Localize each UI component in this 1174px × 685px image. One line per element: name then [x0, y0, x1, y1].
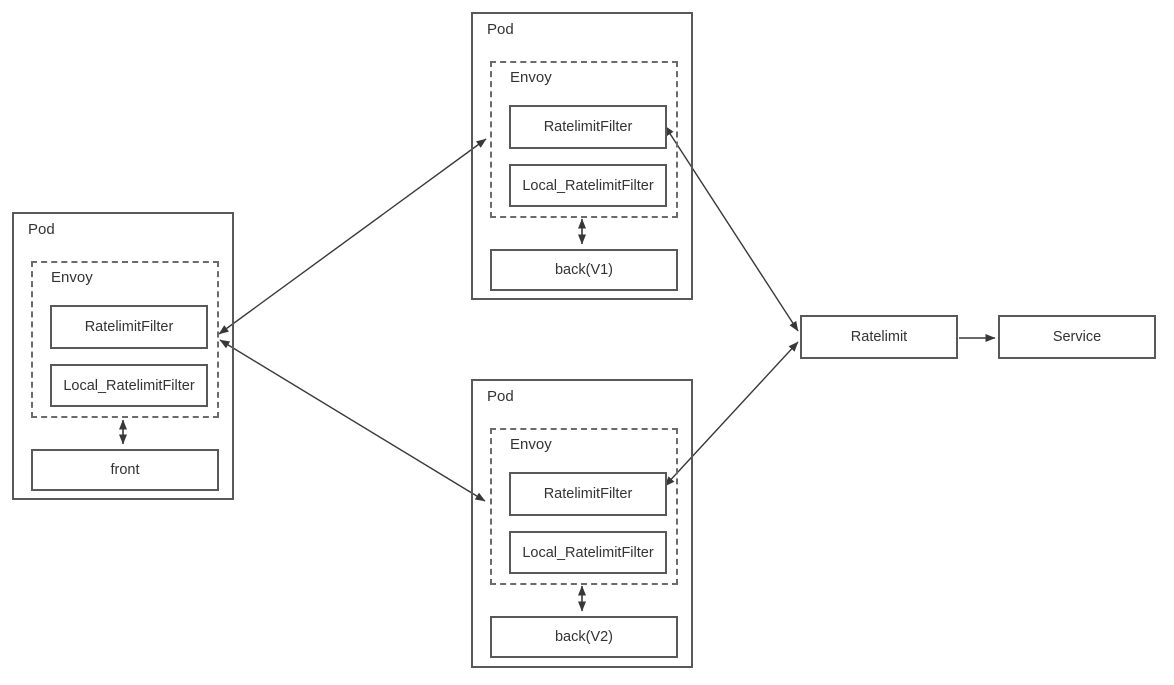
- envoy-title: Envoy: [510, 69, 552, 86]
- local-ratelimit-filter-node-front: Local_RatelimitFilter: [50, 364, 208, 407]
- local-ratelimit-filter-node-back-v2: Local_RatelimitFilter: [509, 531, 667, 574]
- arrow-front-envoy-to-backv1-envoy: [218, 138, 487, 335]
- ratelimit-node: Ratelimit: [800, 315, 958, 359]
- local-ratelimit-filter-node-back-v1: Local_RatelimitFilter: [509, 164, 667, 207]
- back-v1-node: back(V1): [490, 249, 678, 291]
- pod-title: Pod: [487, 388, 514, 405]
- pod-front: Pod Envoy RatelimitFilter Local_Ratelimi…: [12, 212, 234, 500]
- service-node: Service: [998, 315, 1156, 359]
- envoy-box-back-v1: Envoy RatelimitFilter Local_RatelimitFil…: [490, 61, 678, 218]
- pod-back-v2: Pod Envoy RatelimitFilter Local_Ratelimi…: [471, 379, 693, 668]
- envoy-title: Envoy: [51, 269, 93, 286]
- pod-back-v1: Pod Envoy RatelimitFilter Local_Ratelimi…: [471, 12, 693, 300]
- arrow-front-envoy-to-backv2-envoy: [219, 339, 486, 502]
- ratelimit-filter-node-back-v2: RatelimitFilter: [509, 472, 667, 516]
- ratelimit-filter-node-front: RatelimitFilter: [50, 305, 208, 349]
- pod-title: Pod: [28, 221, 55, 238]
- envoy-box-back-v2: Envoy RatelimitFilter Local_RatelimitFil…: [490, 428, 678, 585]
- envoy-title: Envoy: [510, 436, 552, 453]
- envoy-box-front: Envoy RatelimitFilter Local_RatelimitFil…: [31, 261, 219, 418]
- pod-title: Pod: [487, 21, 514, 38]
- front-node: front: [31, 449, 219, 491]
- back-v2-node: back(V2): [490, 616, 678, 658]
- ratelimit-filter-node-back-v1: RatelimitFilter: [509, 105, 667, 149]
